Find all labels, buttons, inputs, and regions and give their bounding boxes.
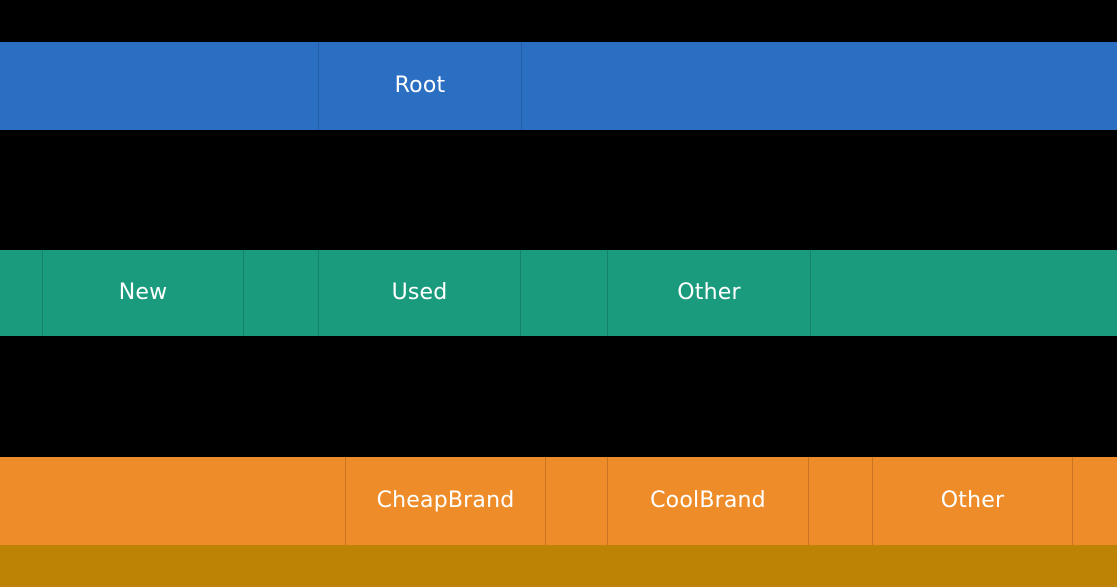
chart-segment-root[interactable]: Root — [318, 42, 521, 130]
chart-segment-unlabeled[interactable] — [0, 545, 1117, 587]
chart-segment-new[interactable]: New — [42, 250, 243, 336]
chart-segment-unlabeled[interactable] — [0, 250, 42, 336]
chart-segment-label: New — [118, 280, 168, 305]
chart-segment-unlabeled[interactable] — [521, 42, 1117, 130]
chart-segment-label: Other — [940, 488, 1005, 513]
chart-segment-unlabeled[interactable] — [808, 457, 872, 545]
chart-segment-unlabeled[interactable] — [243, 250, 318, 336]
chart-segment-unlabeled[interactable] — [810, 250, 1117, 336]
chart-segment-unlabeled[interactable] — [0, 42, 318, 130]
chart-level-brand: CheapBrand CoolBrand Other — [0, 457, 1117, 545]
chart-segment-cheapbrand[interactable]: CheapBrand — [345, 457, 545, 545]
chart-level-leaf — [0, 545, 1117, 587]
chart-level-condition: New Used Other — [0, 250, 1117, 336]
chart-segment-label: CoolBrand — [650, 488, 766, 513]
chart-segment-label: Other — [677, 280, 741, 305]
chart-segment-unlabeled[interactable] — [1072, 457, 1117, 545]
chart-segment-label: Root — [394, 73, 446, 98]
chart-segment-other[interactable]: Other — [607, 250, 810, 336]
chart-segment-unlabeled[interactable] — [0, 457, 345, 545]
chart-segment-label: Used — [391, 280, 448, 305]
chart-segment-unlabeled[interactable] — [545, 457, 607, 545]
chart-segment-coolbrand[interactable]: CoolBrand — [607, 457, 808, 545]
chart-level-root: Root — [0, 42, 1117, 130]
chart-segment-other[interactable]: Other — [872, 457, 1072, 545]
chart-segment-unlabeled[interactable] — [520, 250, 607, 336]
chart-segment-label: CheapBrand — [376, 488, 515, 513]
chart-segment-used[interactable]: Used — [318, 250, 520, 336]
